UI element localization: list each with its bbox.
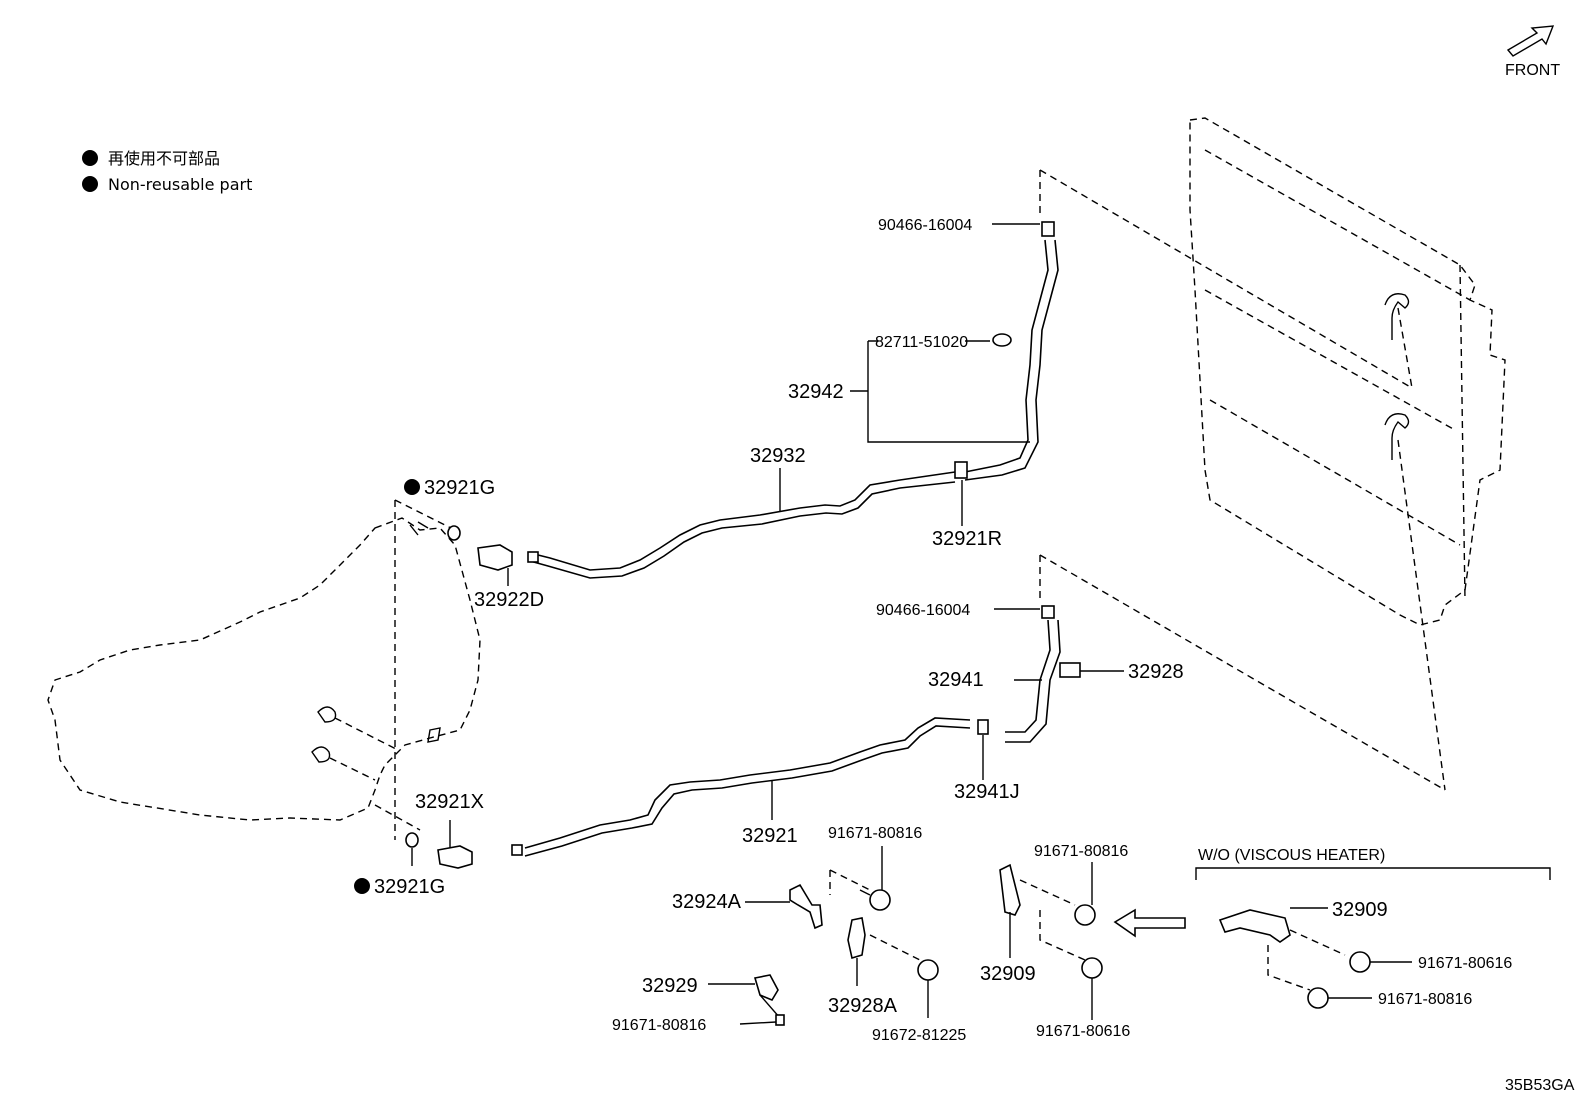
variant-title: W/O (VISCOUS HEATER) [1198, 847, 1385, 864]
pipe-end-icon [527, 551, 539, 563]
legend-text-english: Non-reusable part [108, 175, 252, 194]
bolt-shank [859, 889, 871, 896]
part-label-32928: 32928 [1128, 661, 1184, 683]
legend-text-japanese: 再使用不可部品 [108, 149, 220, 168]
hose-clip-icon [1041, 221, 1055, 237]
union-fitting-icon [437, 845, 473, 869]
leader-line [1039, 169, 1413, 389]
variant-arrow-icon [1113, 908, 1186, 938]
upper-hose-32942 [964, 239, 1059, 481]
front-arrow-icon [1506, 25, 1555, 57]
leader-line [739, 1021, 777, 1025]
upper-pipe-32932 [529, 481, 956, 579]
leader-line [829, 869, 871, 895]
lower-pipe-32921 [524, 717, 971, 849]
bracket-32928a-icon [847, 917, 866, 960]
lower-hose-32941 [1005, 619, 1061, 743]
bolt-icon [1074, 904, 1096, 926]
part-label-91671-80816: 91671-80816 [828, 825, 922, 842]
lower-hose-32941 [1005, 619, 1051, 733]
part-label-32921x: 32921X [415, 791, 484, 813]
pipe-end-icon [511, 844, 523, 856]
leader-line [329, 757, 376, 781]
hose-clamp-icon [977, 719, 989, 735]
non-reusable-dot-icon [82, 150, 98, 166]
part-label-32924a: 32924A [672, 891, 742, 913]
part-label-91671-80616: 91671-80616 [1036, 1023, 1130, 1040]
radiator-outline [1189, 117, 1506, 626]
bolt-icon [1307, 987, 1329, 1009]
part-label-32921: 32921 [742, 825, 798, 847]
part-label-91671-80816: 91671-80816 [612, 1017, 706, 1034]
bracket-32909-icon [1218, 909, 1291, 943]
part-label-90466-16004: 90466-16004 [876, 602, 970, 619]
part-label-90466-16004: 90466-16004 [878, 217, 972, 234]
leader-line [334, 717, 399, 751]
part-label-32928a: 32928A [828, 995, 898, 1017]
part-label-32941j: 32941J [954, 781, 1020, 803]
leader-line [1397, 439, 1446, 791]
union-fitting-icon [477, 544, 513, 571]
leader-line [869, 934, 921, 961]
leader-line [1039, 554, 1446, 791]
part-label-91671-80816: 91671-80816 [1034, 843, 1128, 860]
part-label-32921g: 32921G [424, 477, 495, 499]
upper-pipe-32932 [529, 471, 956, 571]
lower-pipe-32921 [524, 725, 971, 857]
hose-clip-icon [1041, 605, 1055, 619]
bracket-32909-icon [999, 863, 1021, 916]
clamp-32928-icon [1059, 662, 1081, 678]
part-label-82711-51020: 82711-51020 [875, 334, 968, 351]
bolt-icon [917, 959, 939, 981]
variant-bracket-line [1195, 867, 1551, 880]
hose-clamp-icon [954, 461, 968, 479]
non-reusable-dot-icon [404, 479, 420, 495]
part-label-91671-80816: 91671-80816 [1378, 991, 1472, 1008]
non-reusable-dot-icon [354, 878, 370, 894]
leader-line [1019, 879, 1086, 961]
leader-line [374, 804, 421, 831]
bolt-icon [1081, 957, 1103, 979]
front-label: FRONT [1505, 62, 1560, 79]
leader-line [1397, 307, 1413, 389]
bolt-icon [1349, 951, 1371, 973]
transmission-outline [47, 517, 481, 821]
bolt-icon [775, 1014, 785, 1026]
bolt-shank [759, 994, 781, 1019]
part-label-91672-81225: 91672-81225 [872, 1027, 966, 1044]
part-label-32941: 32941 [928, 669, 984, 691]
leader-line [867, 340, 1030, 443]
upper-hose-32942 [964, 239, 1049, 473]
part-label-91671-80616: 91671-80616 [1418, 955, 1512, 972]
hose-clamp-icon [992, 333, 1012, 347]
part-label-32929: 32929 [642, 975, 698, 997]
o-ring-icon [447, 525, 461, 541]
o-ring-icon [405, 832, 419, 848]
part-label-32909: 32909 [1332, 899, 1388, 921]
part-label-32932: 32932 [750, 445, 806, 467]
part-label-32909: 32909 [980, 963, 1036, 985]
leader-line [1267, 929, 1346, 991]
clamp-32929-icon [753, 974, 779, 1002]
part-label-32922d: 32922D [474, 589, 544, 611]
bracket-32924a-icon [789, 883, 823, 930]
part-label-32921r: 32921R [932, 528, 1002, 550]
part-label-32921g: 32921G [374, 876, 445, 898]
part-label-32942: 32942 [788, 381, 844, 403]
non-reusable-dot-icon [82, 176, 98, 192]
bolt-icon [869, 889, 891, 911]
diagram-code: 35B53GA [1505, 1077, 1575, 1094]
